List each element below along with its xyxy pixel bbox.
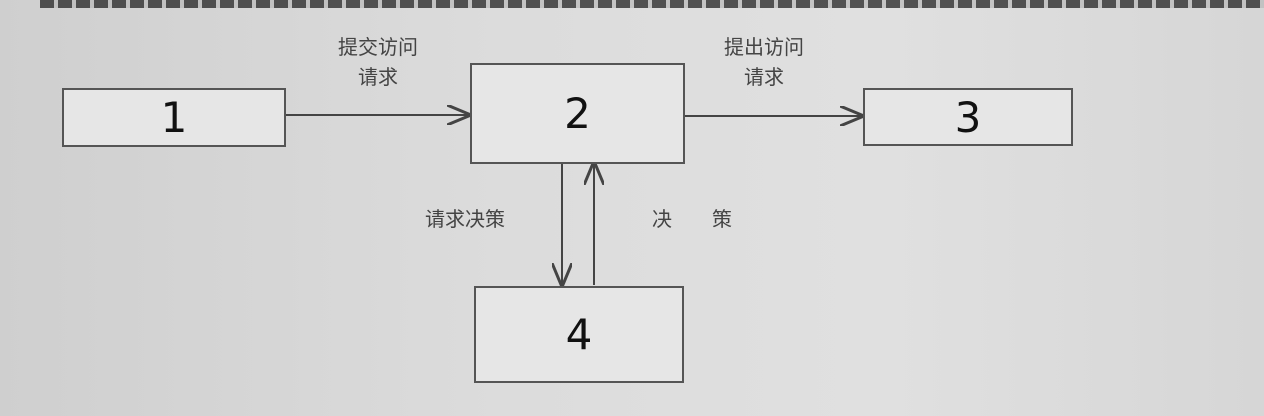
node-4: 4 (474, 286, 684, 383)
node-2: 2 (470, 63, 685, 164)
cropped-heading-text (40, 0, 1264, 8)
edge-label-submit-request: 提交访问 请求 (338, 35, 418, 89)
edge-label-issue-request: 提出访问 请求 (724, 35, 804, 89)
node-3: 3 (863, 88, 1073, 146)
node-1: 1 (62, 88, 286, 147)
edge-label-request-decision: 请求决策 (425, 207, 505, 231)
edge-label-decision: 决 策 (652, 207, 732, 231)
